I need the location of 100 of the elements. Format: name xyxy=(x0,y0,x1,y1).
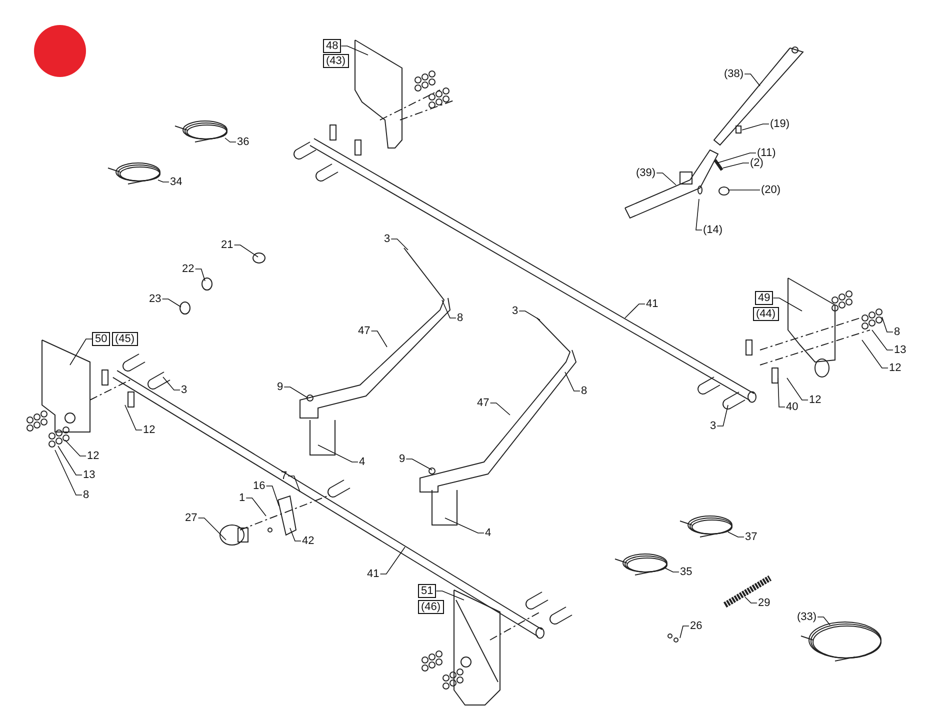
callout-number: 7 xyxy=(280,470,288,482)
leader-line xyxy=(518,310,540,320)
callout-number: 9 xyxy=(276,381,284,393)
leader-line xyxy=(728,532,744,538)
leader-line xyxy=(124,404,142,430)
callout-number: 21 xyxy=(220,239,234,251)
leader-line xyxy=(340,46,368,56)
callout-number: 29 xyxy=(757,597,772,609)
callout-number: 1 xyxy=(238,492,246,504)
leader-line xyxy=(744,74,760,86)
leader-line xyxy=(224,138,236,142)
callout-number: 49 xyxy=(755,291,774,305)
callout-number: 50 xyxy=(92,332,110,346)
callout-number: 3 xyxy=(511,305,520,317)
leader-line xyxy=(158,180,170,182)
leader-line xyxy=(64,440,86,456)
leader-line xyxy=(380,546,406,574)
callout-number: 8 xyxy=(456,312,464,324)
leader-line xyxy=(817,616,830,626)
leader-line xyxy=(564,372,580,392)
callout-number: 4 xyxy=(484,527,492,539)
leader-line xyxy=(54,450,82,496)
callout-number: (20) xyxy=(760,184,782,196)
callout-number: 34 xyxy=(169,176,184,188)
leader-line xyxy=(162,298,182,308)
leader-line xyxy=(318,444,358,462)
callout-number: 8 xyxy=(893,326,902,338)
leader-line xyxy=(722,162,750,168)
leader-line xyxy=(390,238,408,250)
leader-line xyxy=(680,626,690,638)
leader-line xyxy=(406,458,432,470)
callout-number: 12 xyxy=(888,362,902,374)
leader-line xyxy=(194,268,206,282)
callout-number: (46) xyxy=(418,600,444,614)
callout-number: 40 xyxy=(785,401,800,413)
leader-line xyxy=(696,198,702,230)
leader-line xyxy=(786,378,808,400)
leader-line xyxy=(290,528,302,542)
leader-line xyxy=(716,404,728,426)
leader-line xyxy=(58,446,82,476)
callout-number: 36 xyxy=(236,136,250,148)
callout-number: 22 xyxy=(181,263,196,275)
callout-number: 8 xyxy=(580,385,588,397)
callout-number: (14) xyxy=(702,224,724,236)
callout-number: 4 xyxy=(358,456,366,468)
callout-number: 27 xyxy=(184,512,198,524)
callout-number: 23 xyxy=(148,293,162,305)
leader-line xyxy=(444,518,484,534)
callout-number: 12 xyxy=(86,450,100,462)
leader-line xyxy=(664,568,680,572)
leader-line xyxy=(624,304,646,318)
callout-number: (39) xyxy=(635,167,657,179)
callout-number: 3 xyxy=(383,233,392,245)
callout-number: 9 xyxy=(398,453,406,465)
callout-number: 41 xyxy=(366,568,380,580)
callout-number: 8 xyxy=(82,489,90,501)
callout-number: 47 xyxy=(357,325,372,337)
leader-line xyxy=(266,486,280,506)
leader-line xyxy=(246,498,266,516)
callout-number: 13 xyxy=(893,344,908,356)
callout-number: (19) xyxy=(769,118,791,130)
leader-line xyxy=(872,330,894,350)
leader-line xyxy=(370,330,388,348)
leader-line xyxy=(436,590,464,600)
callout-number: 37 xyxy=(744,531,758,543)
leader-line xyxy=(234,244,258,258)
leader-line xyxy=(656,172,676,186)
callout-number: 12 xyxy=(142,424,156,436)
callout-number: 3 xyxy=(180,384,188,396)
leader-line xyxy=(198,518,226,540)
callout-number: (44) xyxy=(753,307,779,321)
callout-number: 47 xyxy=(476,397,490,409)
leader-line xyxy=(744,596,758,604)
leader-line xyxy=(162,376,180,390)
callout-number: 48 xyxy=(323,39,342,53)
callout-number: 13 xyxy=(82,469,96,481)
callout-number: (2) xyxy=(749,157,764,169)
leader-line xyxy=(288,476,300,492)
callout-number: 3 xyxy=(709,420,718,432)
leader-line xyxy=(778,378,786,408)
callout-number: 41 xyxy=(645,298,660,310)
leader-line xyxy=(862,340,888,368)
callout-number: 42 xyxy=(301,535,316,547)
leader-line xyxy=(284,386,308,398)
leader-line xyxy=(742,124,770,130)
leader-line xyxy=(882,316,894,332)
leader-line xyxy=(442,300,456,318)
callout-number: 51 xyxy=(418,584,436,598)
callout-number: 16 xyxy=(252,480,266,492)
leader-line xyxy=(716,152,756,164)
callout-number: 26 xyxy=(689,620,704,632)
callout-number: 35 xyxy=(679,566,694,578)
leader-line xyxy=(772,298,802,312)
leader-line xyxy=(490,402,510,416)
callout-number: (11) xyxy=(756,147,777,159)
callout-number: 12 xyxy=(808,394,822,406)
callout-number: (33) xyxy=(796,611,818,623)
callout-number: (45) xyxy=(112,332,138,346)
callout-number: (43) xyxy=(323,54,349,68)
leader-line xyxy=(70,338,92,366)
